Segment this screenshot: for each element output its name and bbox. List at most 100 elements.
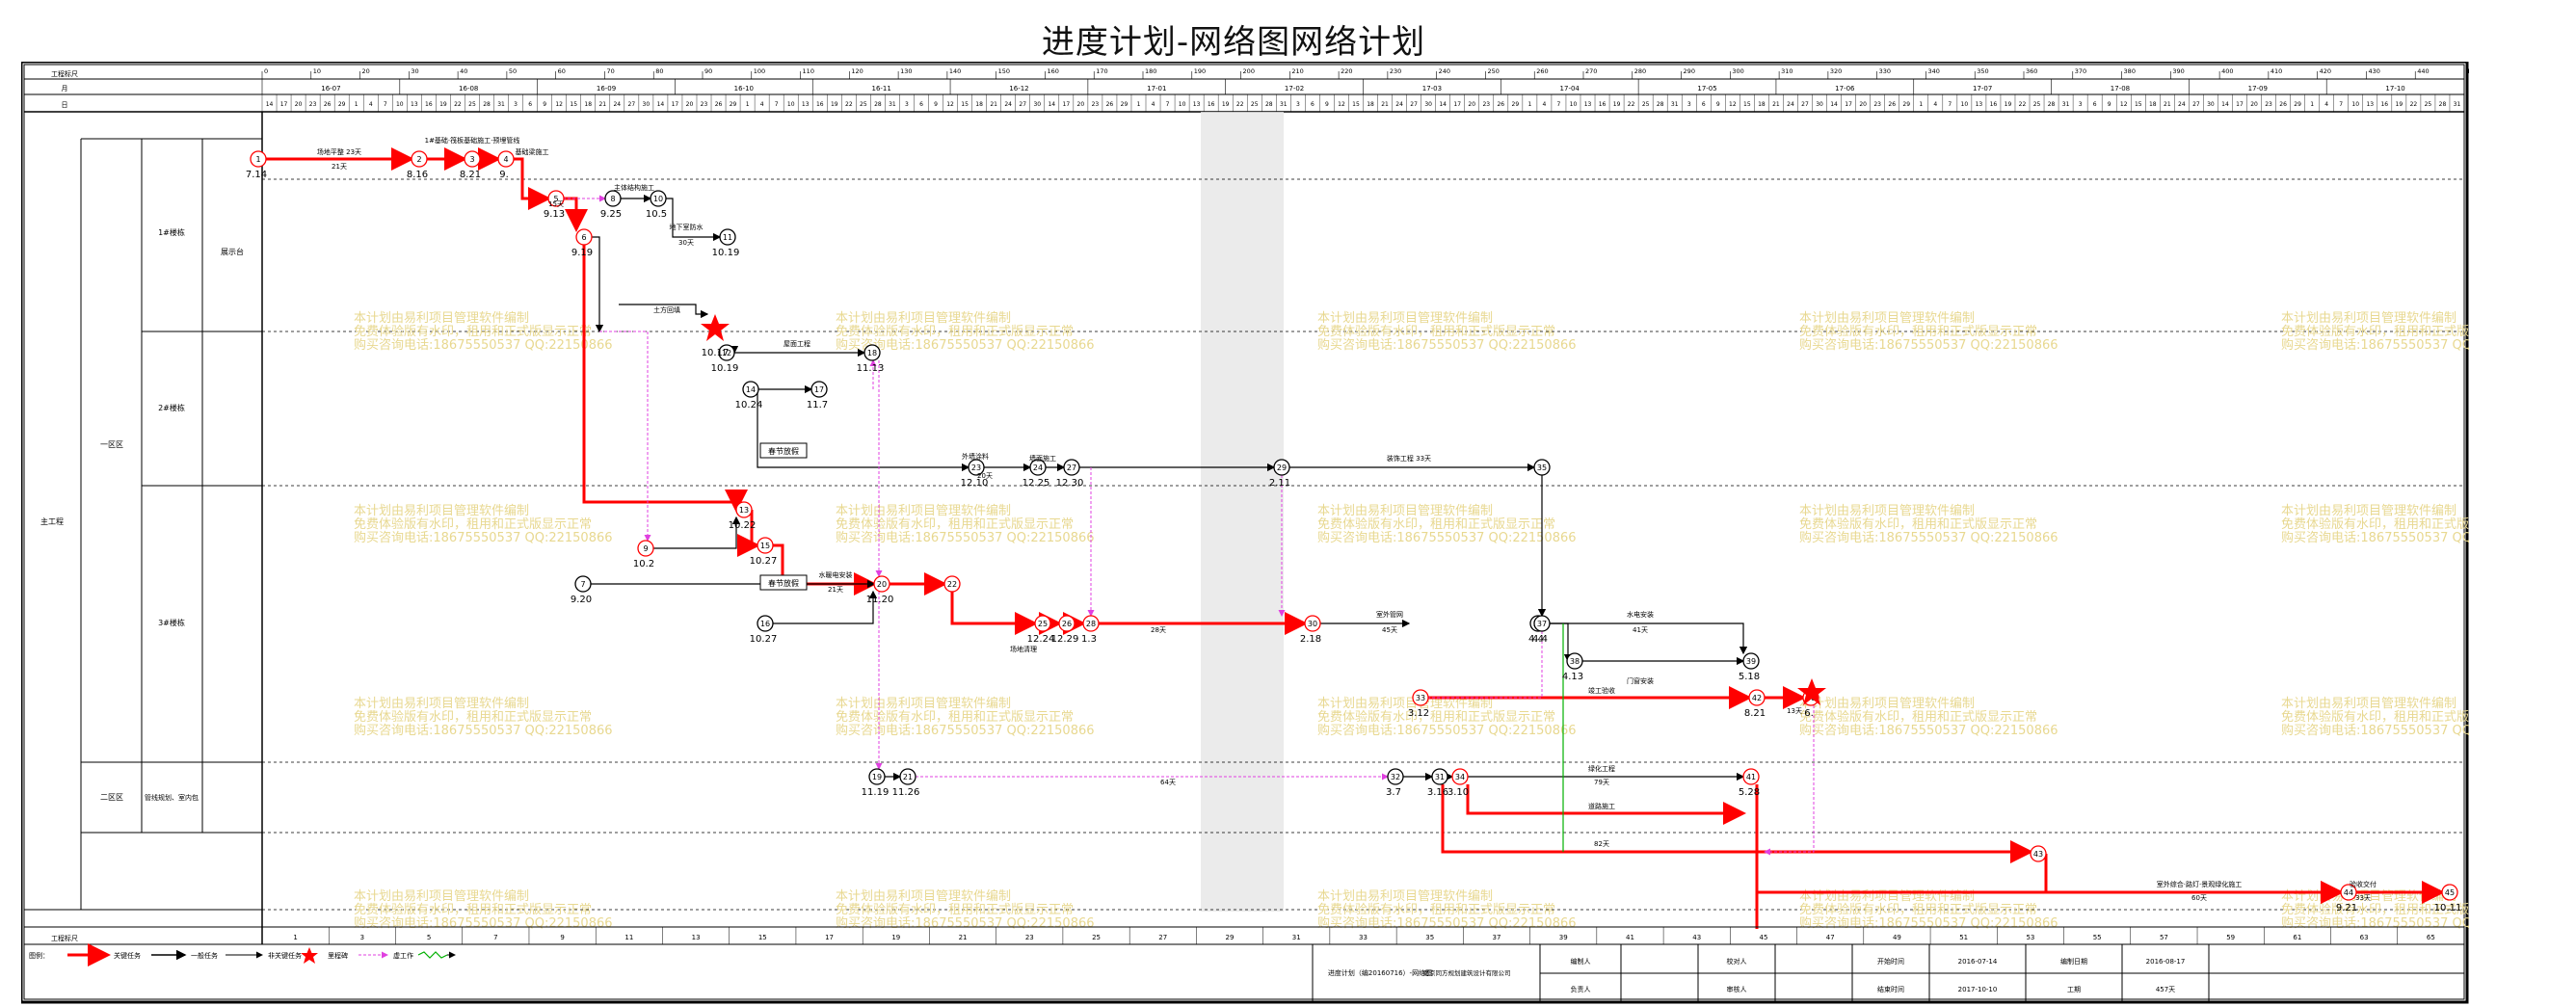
scale-tick: 10 <box>313 67 321 75</box>
network-node[interactable] <box>1748 689 1766 706</box>
network-node[interactable] <box>1451 768 1469 785</box>
network-node[interactable] <box>2340 884 2357 901</box>
network-node[interactable] <box>1082 615 1100 632</box>
scale-tick: 0 <box>264 67 268 75</box>
day-cell: 30 <box>643 101 651 108</box>
holiday-box-1-label: 春节放假 <box>768 446 799 456</box>
network-node[interactable] <box>650 190 667 207</box>
task-label: 水电安装 <box>1627 610 1654 619</box>
bottom-scale-tick: 35 <box>1425 934 1434 941</box>
node-number: 45 <box>2445 888 2455 897</box>
day-cell: 6 <box>2093 101 2097 108</box>
watermark-text: 购买咨询电话:18675550537 QQ:22150866 <box>1317 337 1577 353</box>
day-cell: 20 <box>2250 101 2258 108</box>
node-number: 7 <box>580 580 585 589</box>
bottom-scale-tick: 15 <box>758 934 767 941</box>
day-cell: 18 <box>975 101 983 108</box>
day-cell: 27 <box>628 101 636 108</box>
network-node[interactable] <box>2030 845 2047 862</box>
network-node[interactable] <box>1063 459 1080 476</box>
scale-tick: 70 <box>606 67 614 75</box>
day-cell: 20 <box>686 101 694 108</box>
network-node[interactable] <box>250 150 267 168</box>
network-node[interactable] <box>604 190 622 207</box>
network-node[interactable] <box>1034 615 1051 632</box>
network-node[interactable] <box>968 459 985 476</box>
network-node[interactable] <box>637 540 654 557</box>
network-node[interactable] <box>719 228 736 246</box>
network-node[interactable] <box>899 768 916 785</box>
network-node[interactable] <box>411 150 428 168</box>
node-number: 39 <box>1746 657 1756 666</box>
day-cell: 22 <box>2019 101 2027 108</box>
node-date: 6. <box>1804 708 1814 719</box>
day-cell: 3 <box>2079 101 2083 108</box>
day-cell: 7 <box>1948 101 1952 108</box>
network-edge <box>599 331 651 542</box>
network-node[interactable] <box>1742 652 1760 670</box>
network-node[interactable] <box>497 150 515 168</box>
scale-tick: 250 <box>1487 67 1499 75</box>
day-cell: 7 <box>1557 101 1561 108</box>
network-node[interactable] <box>1029 459 1047 476</box>
network-node[interactable] <box>943 575 961 593</box>
node-number: 9 <box>643 544 648 553</box>
network-node[interactable] <box>735 501 753 518</box>
scale-tick: 320 <box>1830 67 1842 75</box>
network-node[interactable] <box>718 344 735 361</box>
scale-tick: 390 <box>2172 67 2184 75</box>
network-edge <box>773 590 878 624</box>
network-node[interactable] <box>1387 768 1404 785</box>
network-node[interactable] <box>1273 459 1290 476</box>
watermark-text: 本计划由易利项目管理软件编制 <box>354 504 529 518</box>
day-cell: 19 <box>439 101 447 108</box>
network-node[interactable] <box>464 150 481 168</box>
watermark-text: 购买咨询电话:18675550537 QQ:22150866 <box>2281 530 2469 545</box>
watermark-text: 免费体验版有水印，租用和正式版显示正常 <box>2281 902 2469 917</box>
day-cell: 13 <box>411 101 418 108</box>
watermark-text: 购买咨询电话:18675550537 QQ:22150866 <box>2281 337 2469 353</box>
network-node[interactable] <box>1742 768 1760 785</box>
watermark-text: 购买咨询电话:18675550537 QQ:22150866 <box>354 530 613 545</box>
network-node[interactable] <box>1566 652 1583 670</box>
milestone-icon <box>301 947 318 964</box>
node-date: 11.20 <box>866 595 894 605</box>
network-node[interactable] <box>1412 689 1429 706</box>
task-label: 主体结构施工 <box>614 183 654 192</box>
node-number: 19 <box>872 773 882 781</box>
day-cell: 10 <box>2351 101 2359 108</box>
network-node[interactable] <box>810 381 828 398</box>
network-node[interactable] <box>1058 615 1076 632</box>
network-node[interactable] <box>742 381 759 398</box>
network-node[interactable] <box>1431 768 1448 785</box>
node-date: 11.26 <box>892 787 920 798</box>
node-number: 4 <box>503 155 508 164</box>
network-node[interactable] <box>868 768 886 785</box>
network-node[interactable] <box>863 344 881 361</box>
network-node[interactable] <box>575 228 593 246</box>
day-cell: 4 <box>1542 101 1546 108</box>
day-cell: 16 <box>2380 101 2388 108</box>
node-date: 5.28 <box>1739 787 1760 798</box>
network-node[interactable] <box>757 537 774 554</box>
info-cell: 审核人 <box>1727 985 1747 993</box>
network-node[interactable] <box>873 575 890 593</box>
day-cell: 26 <box>1497 101 1504 108</box>
network-edge <box>666 198 722 242</box>
bottom-scale-tick: 65 <box>2427 934 2435 941</box>
network-node[interactable] <box>574 575 592 593</box>
node-number: 29 <box>1277 463 1287 472</box>
node-number: 11 <box>723 233 732 242</box>
network-node[interactable] <box>1304 615 1321 632</box>
scale-tick: 420 <box>2320 67 2331 75</box>
network-node[interactable] <box>547 190 565 207</box>
bottom-scale-tick: 33 <box>1359 934 1368 941</box>
network-node[interactable] <box>2441 884 2458 901</box>
day-cell: 19 <box>831 101 838 108</box>
network-node[interactable] <box>757 615 774 632</box>
network-node[interactable] <box>1533 459 1551 476</box>
network-node[interactable] <box>1533 615 1551 632</box>
node-number: 17 <box>814 385 824 394</box>
node-number: 30 <box>1308 620 1317 628</box>
bottom-scale-tick: 41 <box>1626 934 1634 941</box>
